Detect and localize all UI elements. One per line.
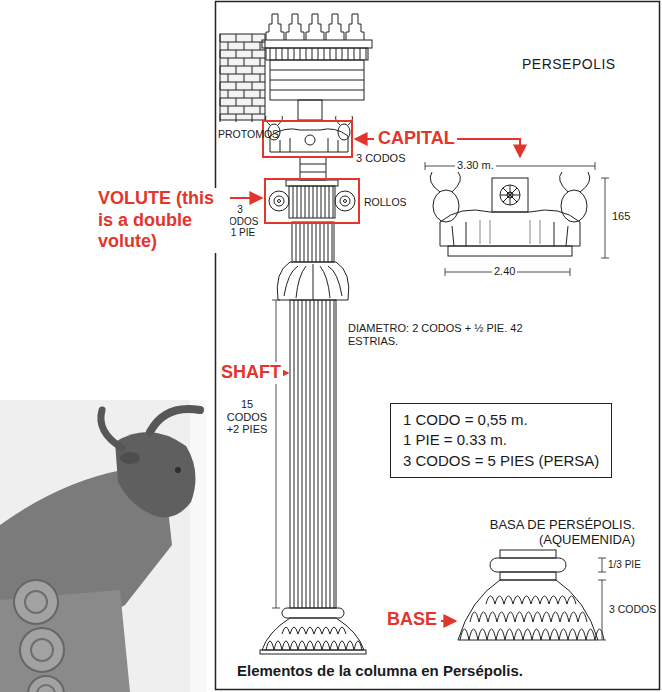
frame: [216, 2, 660, 690]
volute-drawing: [269, 180, 355, 300]
unit-text: 1 PIE = 0.33 m.: [403, 430, 599, 450]
dimension: 3 CODOS: [356, 152, 406, 165]
dimension: 2.40: [492, 265, 517, 278]
annotation: SHAFT: [219, 362, 283, 384]
bull-photo: [0, 400, 206, 692]
entablature: [220, 14, 372, 122]
unit-text: 1 CODO = 0,55 m.: [403, 410, 599, 430]
capital-drawing: [266, 116, 353, 180]
shaft-drawing: [290, 300, 336, 608]
unit-box: 1 CODO = 0,55 m.1 PIE = 0.33 m.3 CODOS =…: [390, 403, 612, 478]
column-base-drawing: [260, 608, 366, 654]
dimension: 165: [612, 210, 630, 223]
dimension: 3 CODOS: [607, 603, 658, 615]
part-name: PROTOMOS: [218, 128, 279, 140]
dimension: 1/3 PIE: [608, 559, 641, 571]
dimension-lines: [272, 162, 609, 640]
caption: Elementos de la columna en Persépolis.: [237, 662, 523, 679]
dimension: 3.30 m.: [455, 159, 496, 172]
note: DIAMETRO: 2 CODOS + ½ PIE. 42 ESTRIAS.: [348, 322, 533, 347]
drawing-title: PERSEPOLIS: [522, 56, 616, 72]
dimension: 15 CODOS +2 PIES: [222, 398, 272, 436]
heading: BASA DE PERSÉPOLIS. (AQUEMENIDA): [440, 518, 635, 548]
annotation: CAPITAL: [376, 128, 457, 150]
annotation: BASE: [385, 609, 439, 631]
part-name: ROLLOS: [364, 196, 407, 208]
unit-text: 3 CODOS = 5 PIES (PERSA): [403, 451, 599, 471]
base-detail: [458, 550, 604, 640]
capital-detail: [430, 172, 590, 256]
annotation: VOLUTE (this is a double volute): [96, 188, 230, 253]
